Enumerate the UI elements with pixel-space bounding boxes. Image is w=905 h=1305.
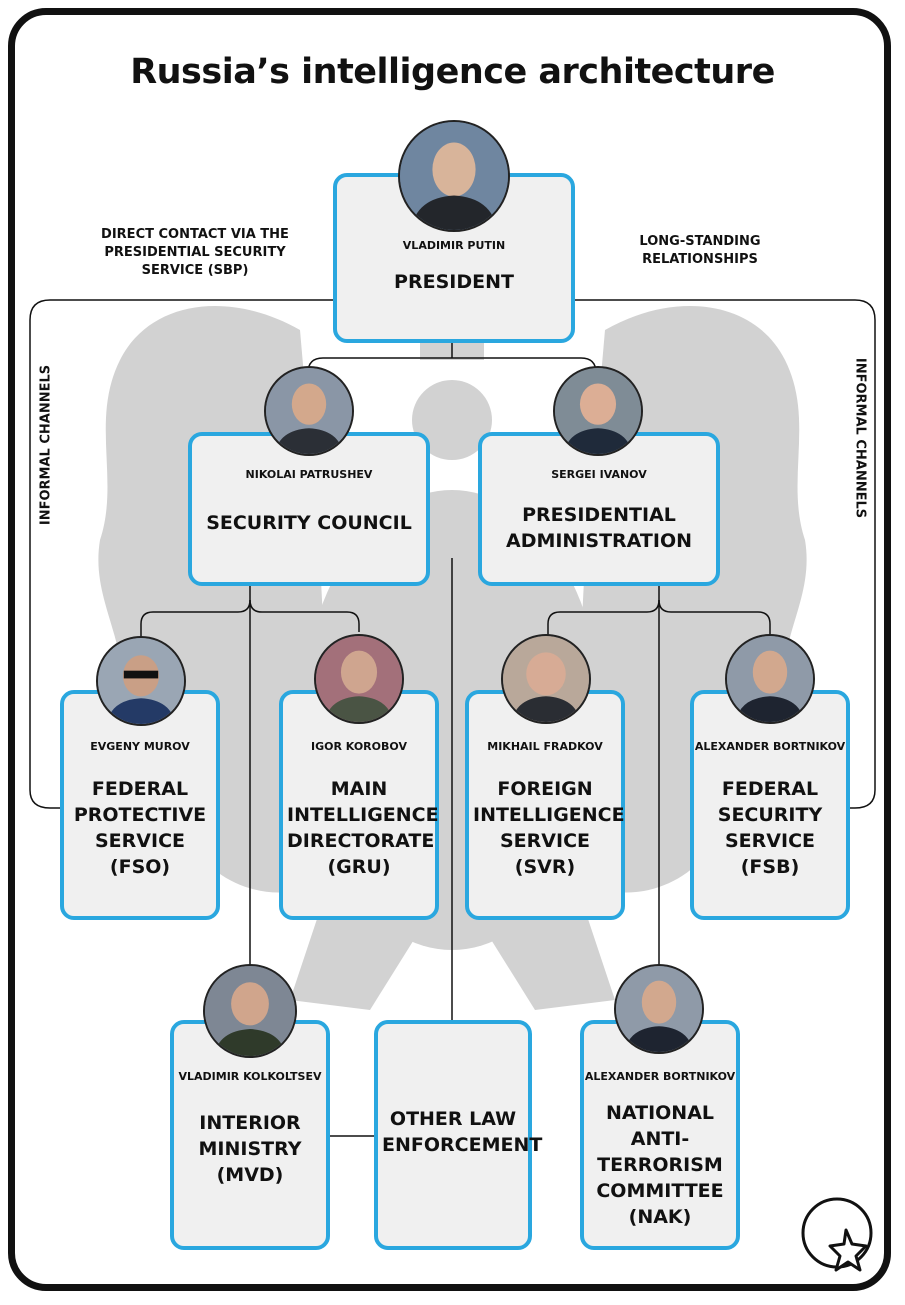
person-name: VLADIMIR KOLKOLTSEV — [178, 1070, 322, 1083]
org-title: INTERIOR MINISTRY (MVD) — [198, 1112, 302, 1186]
person-name: EVGENY MUROV — [90, 740, 190, 753]
person-name: IGOR KOROBOV — [311, 740, 407, 753]
person-name: ALEXANDER BORTNIKOV — [694, 740, 846, 753]
org-title: FEDERAL SECURITY SERVICE (FSB) — [717, 778, 823, 878]
informal-channels-right: INFORMAL CHANNELS — [852, 357, 868, 519]
box-svr: MIKHAIL FRADKOV FOREIGN INTELLIGENCE SER… — [465, 690, 625, 920]
star-circle-icon — [801, 1197, 873, 1272]
box-security-council: NIKOLAI PATRUSHEV SECURITY COUNCIL — [188, 432, 430, 586]
org-title: FOREIGN INTELLIGENCE SERVICE (SVR) — [473, 778, 625, 878]
org-title: OTHER LAW ENFORCEMENT — [382, 1108, 543, 1156]
portrait-bortnikov-icon — [725, 634, 815, 724]
box-other-law-enforcement: OTHER LAW ENFORCEMENT — [374, 1020, 543, 1250]
box-fsb: ALEXANDER BORTNIKOV FEDERAL SECURITY SER… — [690, 690, 850, 920]
box-fso: EVGENY MUROV FEDERAL PROTECTIVE SERVICE … — [60, 690, 220, 920]
box-gru: IGOR KOROBOV MAIN INTELLIGENCE DIRECTORA… — [279, 690, 439, 920]
box-nak: ALEXANDER BORTNIKOV NATIONAL ANTI-TERROR… — [580, 1020, 740, 1250]
portrait-patrushev-icon — [264, 366, 354, 456]
org-title: FEDERAL PROTECTIVE SERVICE (FSO) — [73, 778, 207, 878]
person-name: VLADIMIR PUTIN — [402, 239, 506, 252]
person-name: SERGEI IVANOV — [551, 468, 647, 481]
portrait-putin-icon — [398, 120, 510, 232]
person-name: MIKHAIL FRADKOV — [487, 740, 603, 753]
org-title: SECURITY COUNCIL — [206, 512, 412, 534]
diagram-title: Russia’s intelligence architecture — [130, 52, 775, 92]
box-mvd: VLADIMIR KOLKOLTSEV INTERIOR MINISTRY (M… — [170, 1020, 330, 1250]
portrait-bortnikov-nak-icon — [614, 964, 704, 1054]
box-presidential-administration: SERGEI IVANOV PRESIDENTIAL ADMINISTRATIO… — [478, 432, 720, 586]
org-title: PRESIDENT — [394, 271, 514, 293]
portrait-murov-icon — [96, 636, 186, 726]
person-name: NIKOLAI PATRUSHEV — [245, 468, 373, 481]
org-title: MAIN INTELLIGENCE DIRECTORATE (GRU) — [287, 778, 439, 878]
portrait-ivanov-icon — [553, 366, 643, 456]
portrait-korobov-icon — [314, 634, 404, 724]
org-title: PRESIDENTIAL ADMINISTRATION — [505, 504, 692, 552]
note-direct-contact: DIRECT CONTACT VIA THE PRESIDENTIAL SECU… — [101, 227, 289, 278]
portrait-kolkoltsev-icon — [203, 964, 297, 1058]
portrait-fradkov-icon — [501, 634, 591, 724]
org-title: NATIONAL ANTI-TERRORISM COMMITTEE (NAK) — [596, 1102, 724, 1228]
informal-channels-left: INFORMAL CHANNELS — [38, 364, 54, 526]
person-name: ALEXANDER BORTNIKOV — [584, 1070, 736, 1083]
note-long-standing: LONG-STANDING RELATIONSHIPS — [639, 234, 761, 267]
